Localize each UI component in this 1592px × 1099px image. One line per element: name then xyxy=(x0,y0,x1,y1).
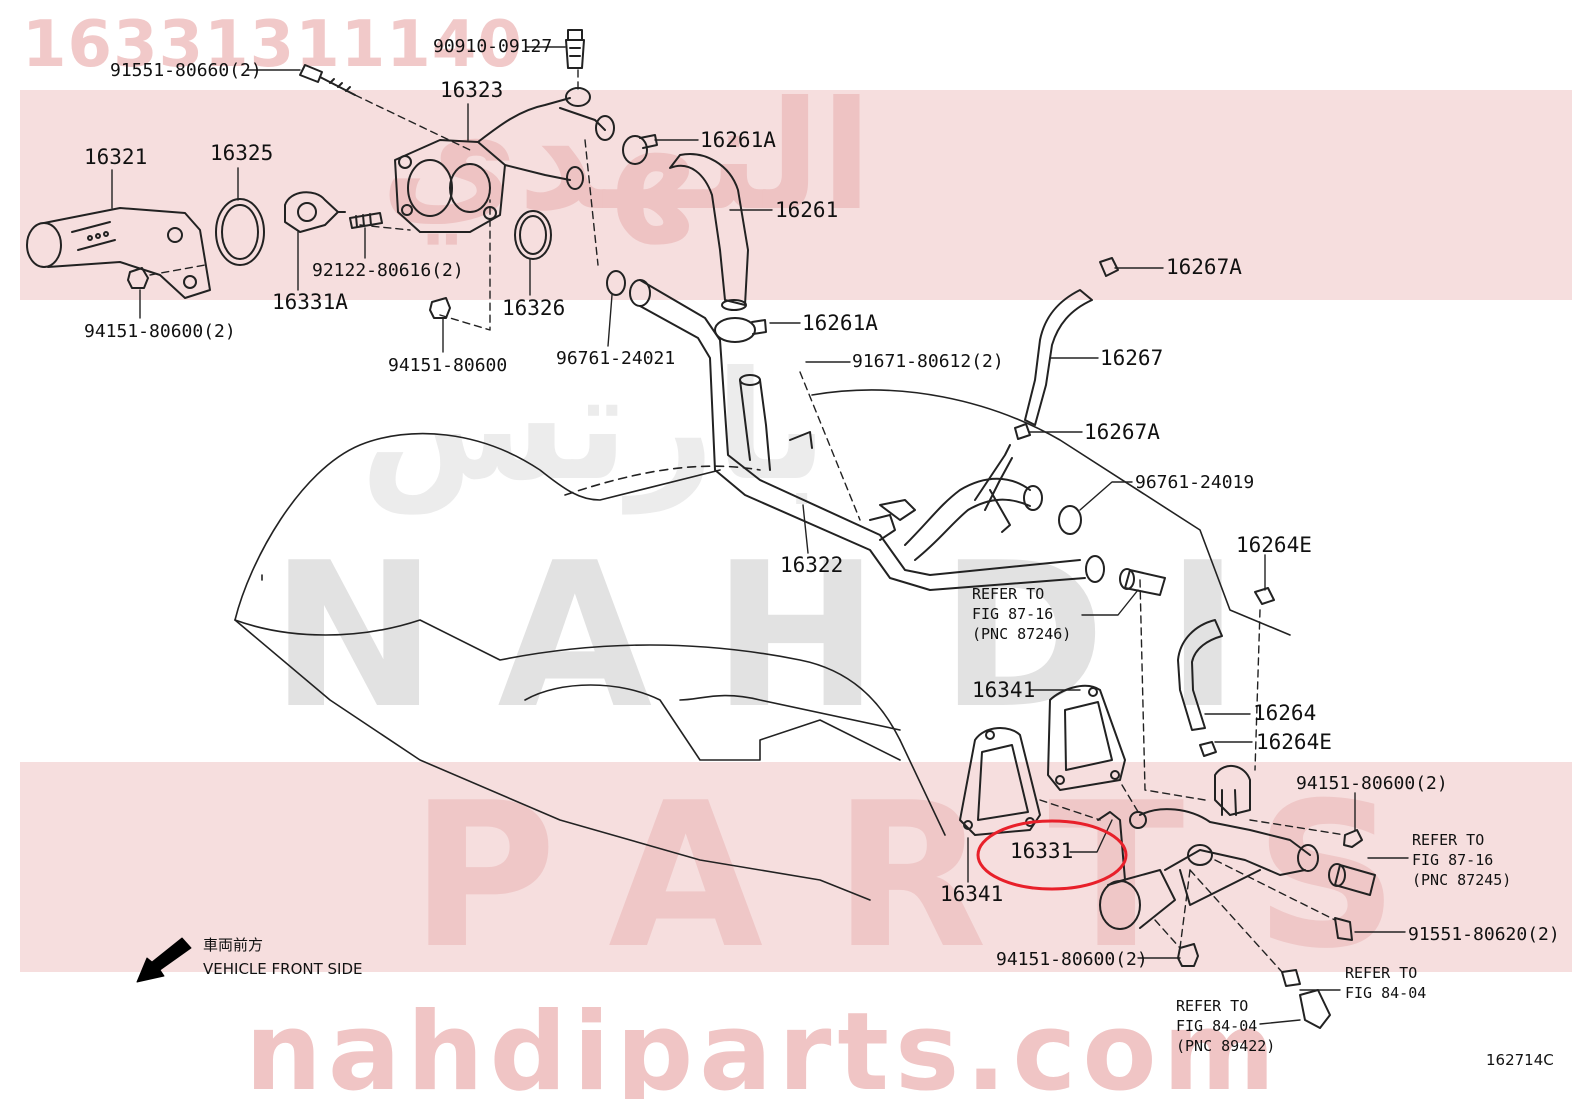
front-indicator-japanese: 車両前方 xyxy=(203,936,264,954)
reference-line: FIG 87-16 xyxy=(972,605,1054,623)
label-16341-bottom[interactable]: 16341 xyxy=(940,882,1004,906)
label-16261a-top[interactable]: 16261A xyxy=(700,128,776,152)
label-16264e-top[interactable]: 16264E xyxy=(1236,533,1312,557)
label-16331[interactable]: 16331 xyxy=(1010,839,1074,863)
label-94151-80600-2-right[interactable]: 94151-80600(2) xyxy=(1296,773,1448,794)
part-16322-pipe xyxy=(629,279,1105,591)
label-91551-80620[interactable]: 91551-80620(2) xyxy=(1408,924,1560,945)
front-indicator-english: VEHICLE FRONT SIDE xyxy=(203,960,363,978)
label-16341-top[interactable]: 16341 xyxy=(972,678,1036,702)
label-94151-80600-2-left[interactable]: 94151-80600(2) xyxy=(84,321,236,342)
vehicle-front-arrow xyxy=(136,937,192,983)
part-16261-hose xyxy=(669,153,749,311)
reference-line: REFER TO xyxy=(1345,964,1418,982)
label-16267a-mid[interactable]: 16267A xyxy=(1084,420,1160,444)
part-16323-housing xyxy=(394,87,615,233)
reference-line: REFER TO xyxy=(972,585,1045,603)
part-16331a-thermostat xyxy=(284,191,346,233)
label-91671-80612[interactable]: 91671-80612(2) xyxy=(852,351,1004,372)
part-16341-gaskets xyxy=(959,684,1126,836)
label-16326[interactable]: 16326 xyxy=(502,296,566,320)
part-94151-nuts xyxy=(127,267,451,319)
reference-fig-87-16-pnc-87245[interactable]: REFER TO FIG 87-16 (PNC 87245) xyxy=(1412,830,1511,890)
part-92122-stud xyxy=(349,212,383,229)
reference-fig-87-16-pnc-87246[interactable]: REFER TO FIG 87-16 (PNC 87246) xyxy=(972,584,1071,644)
reference-fig-84-04-right[interactable]: REFER TO FIG 84-04 xyxy=(1345,963,1426,1003)
label-90910-09127[interactable]: 90910-09127 xyxy=(433,36,553,57)
dashed-guide-lines xyxy=(149,69,1346,973)
part-16264-hose xyxy=(1177,587,1275,757)
label-16267[interactable]: 16267 xyxy=(1100,346,1164,370)
label-16264e-mid[interactable]: 16264E xyxy=(1256,730,1332,754)
part-87246-pipe-stub xyxy=(1119,568,1166,596)
label-94151-80600-2-bottom[interactable]: 94151-80600(2) xyxy=(996,949,1148,970)
reference-line: REFER TO xyxy=(1176,997,1249,1015)
part-16326-gasket xyxy=(514,210,552,260)
part-87245-pipe-stub xyxy=(1328,863,1376,896)
part-16331-outlet xyxy=(1097,765,1319,930)
reference-line: (PNC 89422) xyxy=(1176,1037,1276,1055)
label-16322[interactable]: 16322 xyxy=(780,553,844,577)
label-16261a-mid[interactable]: 16261A xyxy=(802,311,878,335)
reference-fig-84-04-pnc-89422[interactable]: REFER TO FIG 84-04 (PNC 89422) xyxy=(1176,996,1275,1056)
reference-line: FIG 84-04 xyxy=(1176,1017,1258,1035)
part-96761-orings xyxy=(606,270,1082,535)
reference-line: (PNC 87246) xyxy=(972,625,1072,643)
reference-line: FIG 84-04 xyxy=(1345,984,1427,1002)
watermark-band-bottom xyxy=(20,762,1572,972)
engine-outline xyxy=(234,389,1291,901)
reference-line: (PNC 87245) xyxy=(1412,871,1512,889)
label-96761-24021[interactable]: 96761-24021 xyxy=(556,348,676,369)
label-16261[interactable]: 16261 xyxy=(775,198,839,222)
label-16323[interactable]: 16323 xyxy=(440,78,504,102)
reference-line: FIG 87-16 xyxy=(1412,851,1494,869)
label-96761-24019[interactable]: 96761-24019 xyxy=(1135,472,1255,493)
label-92122-80616[interactable]: 92122-80616(2) xyxy=(312,260,464,281)
label-16331a[interactable]: 16331A xyxy=(272,290,348,314)
label-16325[interactable]: 16325 xyxy=(210,141,274,165)
label-94151-80600[interactable]: 94151-80600 xyxy=(388,355,508,376)
part-16267-hose xyxy=(1014,257,1119,440)
label-91551-80660[interactable]: 91551-80660(2) xyxy=(110,60,262,81)
part-16325-gasket xyxy=(215,198,265,266)
label-16321[interactable]: 16321 xyxy=(84,145,148,169)
highlight-ellipse xyxy=(976,819,1128,891)
part-91551-80660-bolt xyxy=(299,64,356,96)
part-16321-pipe xyxy=(26,207,211,299)
part-90910-sensor xyxy=(565,29,585,69)
label-16264[interactable]: 16264 xyxy=(1253,701,1317,725)
label-16267a-top[interactable]: 16267A xyxy=(1166,255,1242,279)
reference-line: REFER TO xyxy=(1412,831,1485,849)
figure-code: 162714C xyxy=(1486,1051,1554,1069)
leader-lines xyxy=(111,46,1409,1025)
watermark-band-top xyxy=(20,90,1572,300)
